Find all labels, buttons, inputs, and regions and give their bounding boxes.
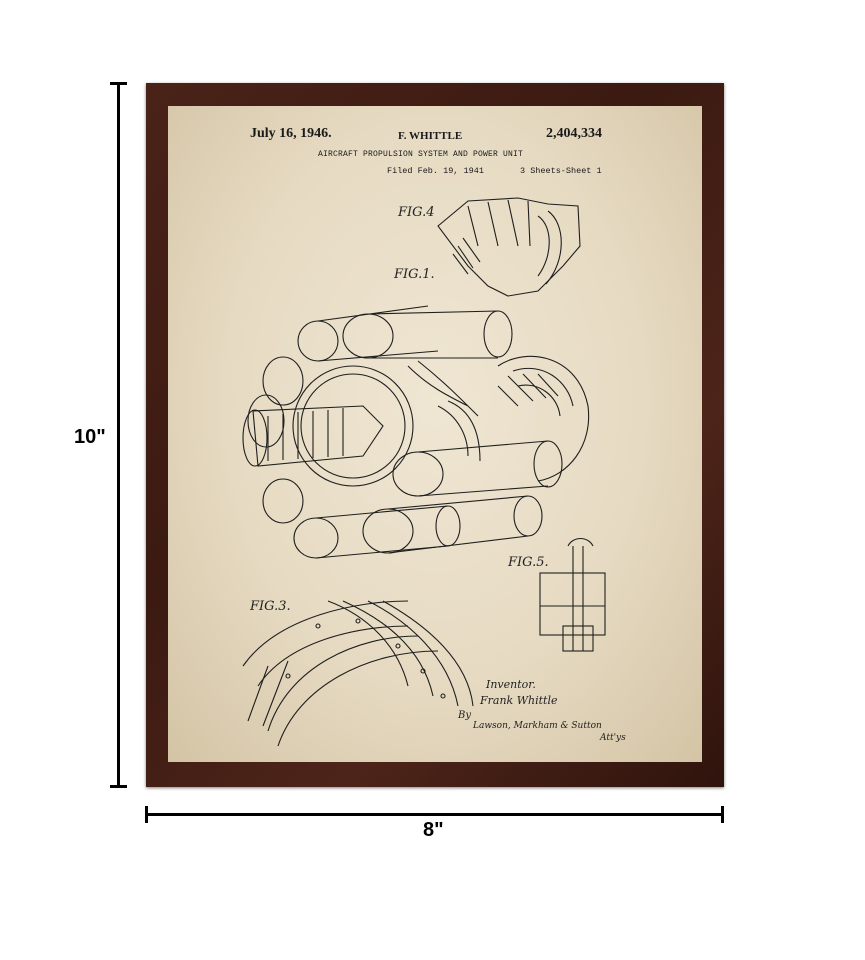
height-arrow-bottom (110, 785, 127, 788)
patent-title: AIRCRAFT PROPULSION SYSTEM AND POWER UNI… (318, 150, 524, 159)
inventor-name: Frank Whittle (479, 694, 558, 707)
width-label: 8" (423, 819, 444, 841)
width-arrow-right (721, 806, 724, 823)
patent-print: July 16, 1946. F. WHITTLE 2,404,334 AIRC… (168, 106, 702, 762)
patent-date: July 16, 1946. (250, 126, 332, 141)
patent-number: 2,404,334 (546, 126, 602, 141)
by-label: By (457, 710, 471, 721)
attorneys-signature: Lawson, Markham & Sutton (472, 721, 602, 731)
height-dimension-line (117, 83, 120, 787)
fig5-label: FIG.5. (507, 555, 549, 570)
height-label: 10" (74, 426, 106, 448)
fig1-label: FIG.1. (393, 267, 435, 282)
attorneys-label: Att'ys (599, 733, 626, 743)
engine-drawing: FIG.4 FIG.1. FIG.3. FIG.5. Inventor. Fra… (242, 197, 626, 747)
inventor-label: Inventor. (485, 678, 536, 691)
fig4-label: FIG.4 (397, 205, 434, 220)
patent-filed-date: Filed Feb. 19, 1941 (387, 166, 484, 176)
fig3-label: FIG.3. (249, 599, 291, 614)
patent-inventor-header: F. WHITTLE (398, 130, 463, 142)
width-dimension-line (146, 813, 724, 816)
patent-sheet-count: 3 Sheets-Sheet 1 (520, 166, 602, 176)
